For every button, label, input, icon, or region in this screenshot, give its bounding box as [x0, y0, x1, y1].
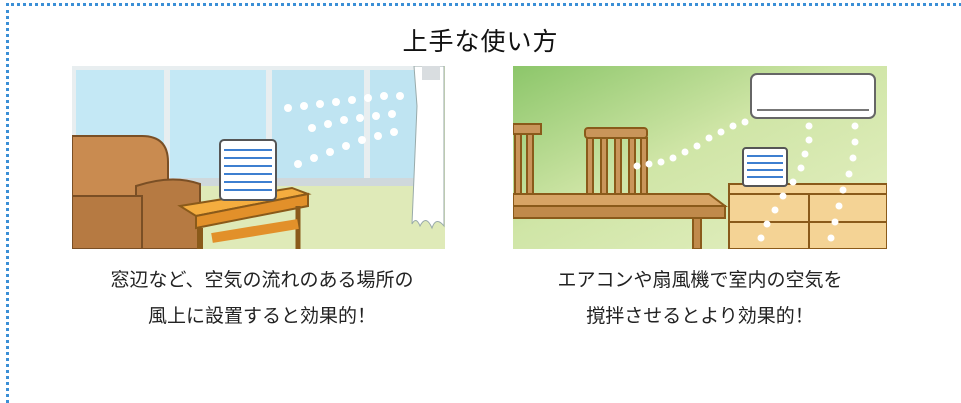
caption-ac-circulation: エアコンや扇風機で室内の空気を 撹拌させるとより効果的！	[500, 262, 900, 334]
dotted-frame	[6, 3, 961, 403]
caption-line: 風上に設置すると効果的！	[147, 305, 376, 327]
caption-line: 窓辺など、空気の流れのある場所の	[110, 269, 414, 291]
illustration-ac-circulation	[513, 66, 887, 249]
ac-room-illustration	[513, 66, 887, 249]
caption-line: 撹拌させるとより効果的！	[586, 305, 814, 327]
section-title: 上手な使い方	[402, 27, 559, 56]
window-room-illustration	[72, 66, 445, 249]
caption-line: エアコンや扇風機で室内の空気を	[557, 269, 843, 291]
caption-window-placement: 窓辺など、空気の流れのある場所の 風上に設置すると効果的！	[62, 262, 462, 334]
illustration-window-placement	[72, 66, 445, 249]
